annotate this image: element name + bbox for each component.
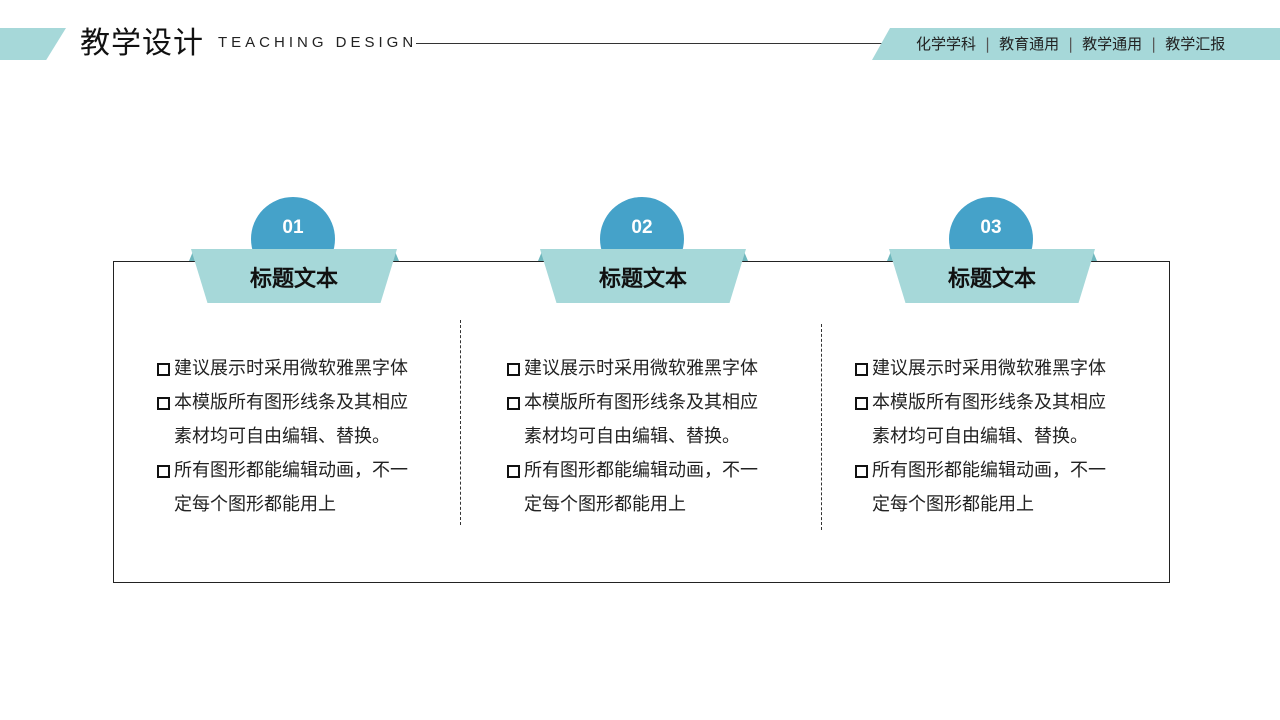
tag-chemistry: 化学学科 (916, 35, 977, 53)
page-subtitle: TEACHING DESIGN (218, 34, 418, 51)
page-title: 教学设计 (80, 26, 204, 61)
square-bullet-icon (507, 397, 520, 410)
list-item: 建议展示时采用微软雅黑字体 (157, 352, 437, 386)
list-item: 所有图形都能编辑动画，不一定每个图形都能用上 (507, 454, 787, 522)
list-item: 本模版所有图形线条及其相应素材均可自由编辑、替换。 (157, 386, 437, 454)
square-bullet-icon (157, 397, 170, 410)
banner-shape (889, 249, 1095, 303)
list-item: 建议展示时采用微软雅黑字体 (507, 352, 787, 386)
list-item: 本模版所有图形线条及其相应素材均可自由编辑、替换。 (855, 386, 1135, 454)
bullet-list-2: 建议展示时采用微软雅黑字体 本模版所有图形线条及其相应素材均可自由编辑、替换。 … (507, 352, 787, 522)
tag-separator: | (985, 35, 991, 53)
column-title: 标题文本 (249, 267, 338, 292)
column-title: 标题文本 (947, 267, 1036, 292)
square-bullet-icon (157, 363, 170, 376)
step-number: 03 (980, 217, 1002, 238)
banner-shape (540, 249, 746, 303)
header-left-accent-bar (0, 28, 66, 60)
tag-teaching: 教学通用 (1082, 35, 1143, 53)
square-bullet-icon (507, 465, 520, 478)
square-bullet-icon (855, 465, 868, 478)
square-bullet-icon (855, 363, 868, 376)
header-tags: 化学学科 | 教育通用 | 教学通用 | 教学汇报 (916, 34, 1225, 54)
tag-education: 教育通用 (999, 35, 1060, 53)
square-bullet-icon (507, 363, 520, 376)
bullet-list-3: 建议展示时采用微软雅黑字体 本模版所有图形线条及其相应素材均可自由编辑、替换。 … (855, 352, 1135, 522)
square-bullet-icon (157, 465, 170, 478)
header-rule (416, 43, 886, 44)
step-number: 02 (631, 217, 653, 238)
tag-report: 教学汇报 (1165, 35, 1226, 53)
column-divider-1 (460, 320, 461, 525)
column-divider-2 (821, 324, 822, 530)
list-item: 建议展示时采用微软雅黑字体 (855, 352, 1135, 386)
list-item: 本模版所有图形线条及其相应素材均可自由编辑、替换。 (507, 386, 787, 454)
title-banner-2: 标题文本 (538, 249, 748, 305)
header-right-accent-bar (872, 28, 1280, 60)
bullet-list-1: 建议展示时采用微软雅黑字体 本模版所有图形线条及其相应素材均可自由编辑、替换。 … (157, 352, 437, 522)
title-banner-3: 标题文本 (887, 249, 1097, 305)
column-title: 标题文本 (598, 267, 687, 292)
list-item: 所有图形都能编辑动画，不一定每个图形都能用上 (157, 454, 437, 522)
tag-separator: | (1068, 35, 1074, 53)
title-banner-1: 标题文本 (189, 249, 399, 305)
list-item: 所有图形都能编辑动画，不一定每个图形都能用上 (855, 454, 1135, 522)
square-bullet-icon (855, 397, 868, 410)
tag-separator: | (1151, 35, 1157, 53)
banner-shape (191, 249, 397, 303)
step-number: 01 (282, 217, 304, 238)
